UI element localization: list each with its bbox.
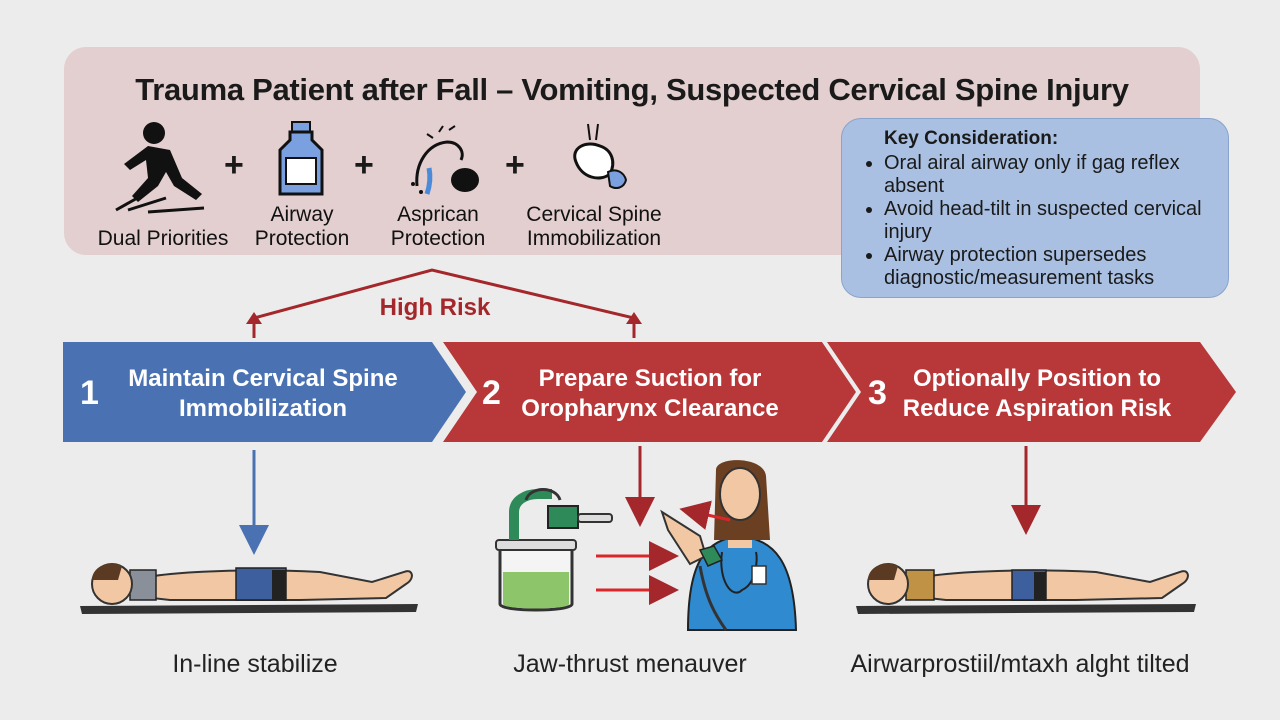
diagram-title: Trauma Patient after Fall – Vomiting, Su… [135,72,1129,107]
step-2-label: Prepare Suction for Oropharynx Clearance [521,365,779,422]
plus-sign: + [505,146,525,184]
icon-label-airway: Airway Protection [254,203,350,250]
step-1-chevron [63,342,466,442]
step-1-label: Maintain Cervical Spine Immobilization [128,365,398,422]
icon-label-dual-priorities: Dual Priorities [97,227,229,250]
list-item: Airway protection supersedes diagnostic/… [884,244,1212,290]
nurse-icon [660,460,798,631]
key-consideration-heading: Key Consideration: [884,128,1059,149]
plus-sign: + [354,146,374,184]
step-3-chevron [827,342,1236,442]
icon-label-cervical-spine: Cervical Spine Immobilization [526,203,662,250]
icon-label-asprican: Asprican Protection [390,203,486,250]
caption-1: In-line stabilize [172,650,338,678]
key-consideration-box: Key Consideration: Oral airal airway onl… [841,118,1229,298]
key-consideration-list: Oral airal airway only if gag reflex abs… [862,152,1212,290]
suction-device-icon [495,488,613,612]
bottle-icon [278,121,324,196]
patient-tilted-icon [856,563,1196,614]
step-3-number: 3 [868,374,887,412]
head-collar-icon [573,123,628,189]
vomiting-icon [411,125,479,195]
step-2-chevron [443,342,856,442]
list-item: Avoid head-tilt in suspected cervical in… [884,198,1212,244]
caption-3: Airwarprostiil/mtaxh alght tilted [850,650,1190,678]
falling-person-icon [115,122,205,214]
high-risk-connector [252,268,636,338]
step-3-label: Optionally Position to Reduce Aspiration… [902,365,1172,422]
patient-supine-icon [80,563,418,614]
step-2-number: 2 [482,374,501,412]
list-item: Oral airal airway only if gag reflex abs… [884,152,1212,198]
step-1-number: 1 [80,374,99,412]
high-risk-label: High Risk [379,294,491,321]
caption-2: Jaw-thrust menauver [513,650,747,678]
plus-sign: + [224,146,244,184]
